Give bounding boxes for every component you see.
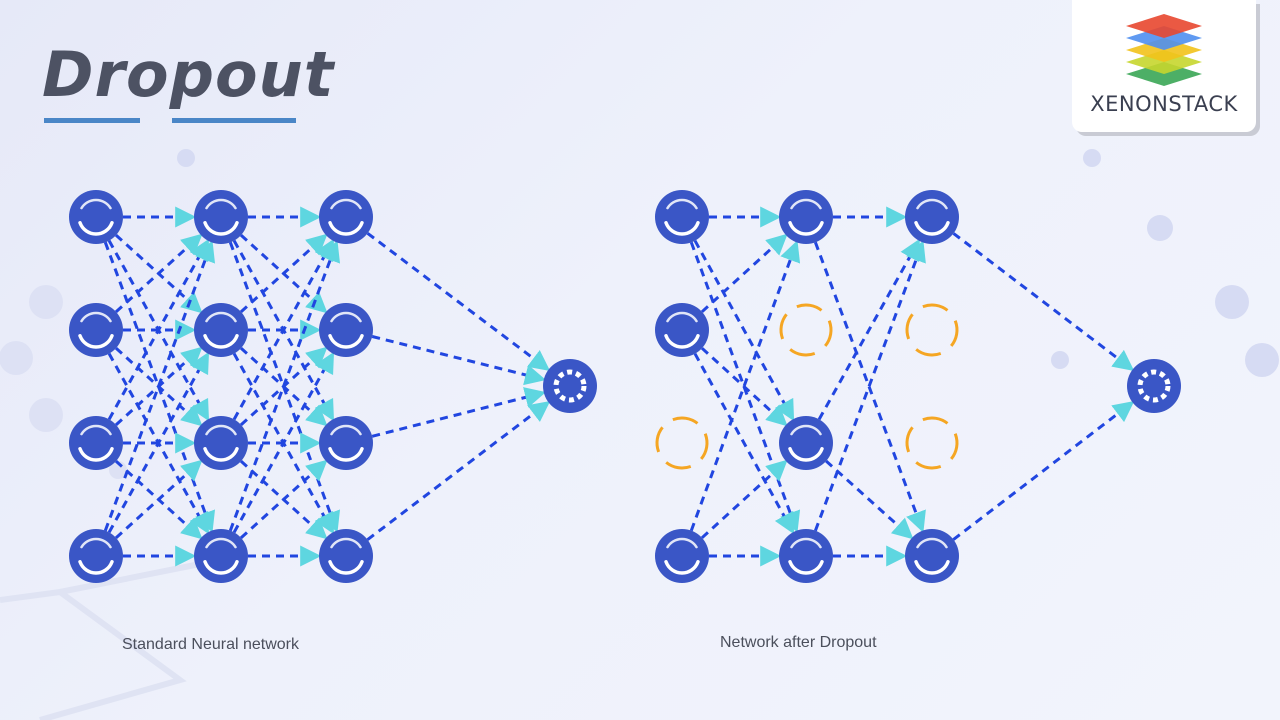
standard-neuron — [69, 529, 123, 583]
brand-name: XENONSTACK — [1090, 92, 1238, 116]
dropout-edge — [952, 401, 1135, 541]
standard-neuron — [319, 529, 373, 583]
standard-edge — [239, 233, 328, 314]
dropout-edge — [700, 347, 788, 427]
standard-neuron — [194, 303, 248, 357]
dropout-neuron — [779, 190, 833, 244]
title-underline — [172, 118, 296, 123]
dropout-edge — [689, 240, 801, 532]
dropout-edge — [693, 352, 795, 535]
standard-edge — [232, 238, 335, 421]
dropout-neuron — [905, 529, 959, 583]
dropout-neuron — [905, 190, 959, 244]
standard-edge — [239, 459, 328, 540]
dropout-neuron — [655, 303, 709, 357]
layers-logo-icon — [1126, 14, 1202, 86]
standard-edge — [103, 240, 216, 532]
standard-output-neuron — [543, 359, 597, 413]
deco-dot — [0, 341, 33, 375]
standard-neuron — [319, 190, 373, 244]
deco-dot — [29, 398, 63, 432]
logo-card: XENONSTACK — [1072, 0, 1256, 132]
standard-edge — [107, 238, 210, 421]
standard-edge — [114, 459, 203, 540]
dropout-neuron — [779, 416, 833, 470]
dropout-edge — [813, 241, 926, 533]
dropout-neuron — [655, 190, 709, 244]
dropout-neuron — [779, 529, 833, 583]
standard-edge — [366, 232, 551, 372]
dropout-edge — [952, 232, 1135, 371]
standard-edge — [371, 335, 546, 386]
deco-dot — [1147, 215, 1173, 241]
dropout-edge — [813, 240, 926, 532]
standard-neuron — [69, 190, 123, 244]
dropout-dropped-neuron — [905, 303, 959, 357]
deco-dot — [29, 285, 63, 319]
dropout-edge — [693, 239, 795, 422]
caption-standard-network: Standard Neural network — [122, 636, 299, 653]
dropout-dropped-neuron — [779, 303, 833, 357]
deco-dot — [1051, 351, 1069, 369]
standard-edge — [107, 351, 210, 534]
deco-dot — [177, 149, 195, 167]
page-title: Dropout — [42, 38, 335, 111]
standard-neuron — [194, 416, 248, 470]
standard-edge — [114, 346, 203, 427]
dropout-dropped-neuron — [655, 416, 709, 470]
standard-edge — [228, 240, 341, 532]
standard-edge — [232, 351, 335, 534]
caption-dropout-network: Network after Dropout — [720, 634, 877, 651]
dropout-neuron — [655, 529, 709, 583]
dropout-output-neuron — [1127, 359, 1181, 413]
dropout-edge — [817, 238, 920, 421]
deco-dot — [1083, 149, 1101, 167]
deco-dot — [1215, 285, 1249, 319]
standard-edge — [114, 233, 203, 314]
standard-edge — [239, 346, 328, 427]
standard-neuron — [194, 190, 248, 244]
standard-edge — [366, 400, 551, 541]
standard-edge — [371, 387, 546, 438]
standard-neuron — [194, 529, 248, 583]
standard-neuron — [69, 416, 123, 470]
dropout-edge — [700, 233, 788, 313]
dropout-edge — [700, 459, 788, 539]
standard-neuron — [319, 303, 373, 357]
dropout-edge — [825, 459, 914, 540]
dropout-dropped-neuron — [905, 416, 959, 470]
standard-neuron — [69, 303, 123, 357]
deco-dot — [1245, 343, 1279, 377]
standard-neuron — [319, 416, 373, 470]
title-underline — [44, 118, 140, 123]
